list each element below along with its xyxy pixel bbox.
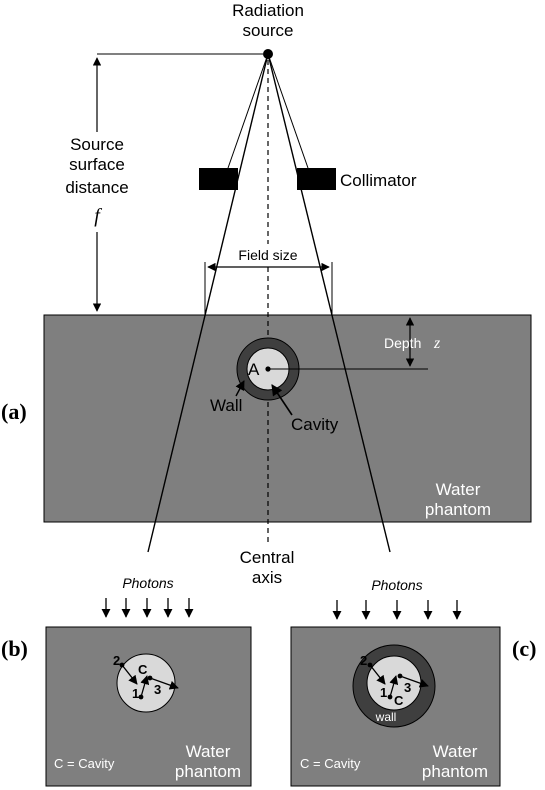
electron-track-c-2: [369, 664, 386, 685]
point-a-dot: [265, 366, 271, 372]
source-label-line1: Radiation: [232, 1, 304, 20]
phantom-label-main-line2: phantom: [425, 500, 491, 519]
collimator-jaw-left: [199, 168, 238, 190]
track-label-c-1: 1: [380, 685, 387, 700]
beam-inner-right: [267, 53, 309, 169]
cavity-marker-c: C: [394, 693, 404, 708]
phantom-label-b-line2: phantom: [175, 762, 241, 781]
legend-c: C = Cavity: [300, 756, 361, 771]
phantom-label-c-line1: Water: [433, 742, 478, 761]
field-size-label: Field size: [238, 247, 297, 263]
track-label-b-2: 2: [113, 653, 120, 668]
track-label-b-1: 1: [132, 686, 139, 701]
photons-label-b: Photons: [122, 575, 173, 591]
track-label-b-3: 3: [154, 682, 161, 697]
wall-label: Wall: [210, 396, 242, 415]
electron-track-c-3: [399, 675, 429, 688]
central-axis-label-line1: Central: [240, 548, 295, 567]
ssd-label-bg: [52, 132, 142, 232]
beam-edge-left: [147, 53, 269, 553]
legend-b: C = Cavity: [54, 756, 115, 771]
cavity-marker-b: C: [138, 662, 148, 677]
phantom-label-main-line1: Water: [436, 480, 481, 499]
panel-b-label: (b): [1, 636, 28, 661]
source-label-line2: source: [242, 21, 293, 40]
ssd-symbol: f: [94, 205, 102, 227]
point-a-label: A: [248, 360, 260, 379]
cavity-arrow: [271, 384, 293, 416]
ssd-label-line3: distance: [65, 178, 128, 197]
depth-label: Depth: [384, 335, 421, 351]
track-label-c-2: 2: [360, 653, 367, 668]
electron-track-c-1: [389, 675, 399, 698]
cavity-label: Cavity: [291, 415, 339, 434]
field-size-label-bg: [228, 244, 308, 264]
ssd-label-line2: surface: [69, 155, 125, 174]
electron-track-b-3: [149, 677, 179, 690]
panel-a-label: (a): [1, 399, 27, 424]
collimator-label: Collimator: [340, 171, 417, 190]
wall-arrow: [235, 380, 245, 397]
beam-inner-left: [227, 53, 269, 169]
beam-edge-right: [267, 53, 391, 553]
track-label-c-3: 3: [404, 680, 411, 695]
central-axis-label-line2: axis: [252, 568, 282, 587]
photon-arrows-b: [101, 598, 194, 618]
depth-symbol: z: [433, 335, 441, 352]
electron-track-b-2: [121, 664, 138, 685]
phantom-label-c-line2: phantom: [422, 762, 488, 781]
collimator-jaw-right: [297, 168, 336, 190]
wall-label-c: wall: [375, 710, 397, 724]
phantom-label-b-line1: Water: [186, 742, 231, 761]
electron-track-b-1: [140, 675, 150, 698]
photons-label-c: Photons: [371, 577, 422, 593]
ssd-label-line1: Source: [70, 135, 124, 154]
photon-arrows-c: [332, 600, 462, 620]
panel-c-label: (c): [512, 636, 536, 661]
